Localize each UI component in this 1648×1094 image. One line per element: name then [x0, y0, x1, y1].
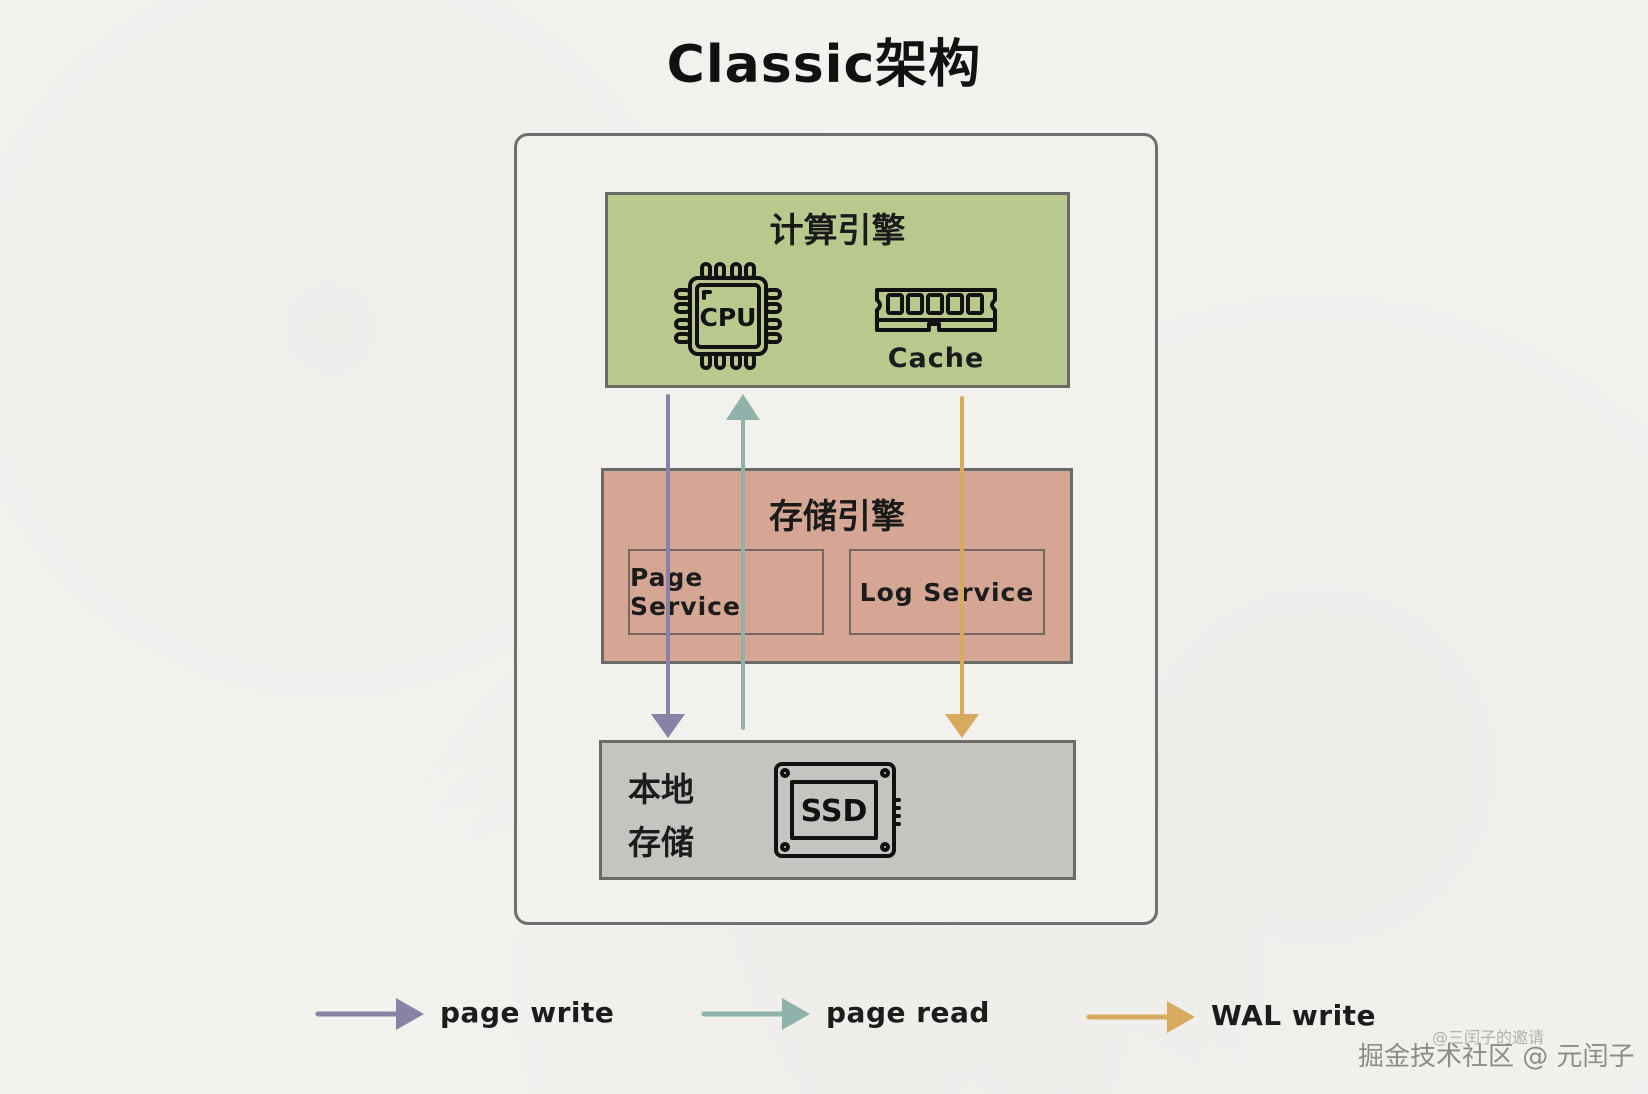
- watermark: 掘金技术社区 @ 元闰子: [1358, 1042, 1635, 1072]
- legend-label-wal-write: WAL write: [1211, 999, 1377, 1032]
- storage-engine-title: 存储引擎: [769, 497, 905, 537]
- storage-engine-box: 存储引擎 Page Service Log Service: [601, 468, 1073, 664]
- local-storage-label-line2: 存储: [628, 823, 694, 862]
- watermark-small: @三闰子的邀请: [1432, 1028, 1545, 1047]
- page-service-box: Page Service: [628, 549, 824, 635]
- log-service-box: Log Service: [849, 549, 1045, 635]
- cache-label: Cache: [887, 343, 985, 374]
- cpu-icon: CPU: [674, 262, 782, 370]
- legend-label-page-read: page read: [826, 996, 990, 1029]
- local-storage-label: 本地 存储: [628, 763, 694, 869]
- page-write-legend-arrow: [315, 998, 424, 1030]
- legend-label-page-write: page write: [440, 996, 615, 1029]
- wal-write-legend-arrow: [1086, 1001, 1195, 1033]
- compute-engine-title: 计算引擎: [769, 211, 906, 251]
- page-read-legend-arrow: [701, 998, 810, 1030]
- diagram-title: Classic架构: [666, 35, 982, 95]
- cpu-icon-text: CPU: [700, 303, 757, 332]
- local-storage-box: 本地 存储: [599, 740, 1076, 880]
- memory-module-icon: [875, 288, 997, 332]
- ssd-icon-text: SSD: [801, 794, 868, 829]
- local-storage-label-line1: 本地: [628, 770, 694, 809]
- ssd-icon: SSD: [774, 762, 901, 858]
